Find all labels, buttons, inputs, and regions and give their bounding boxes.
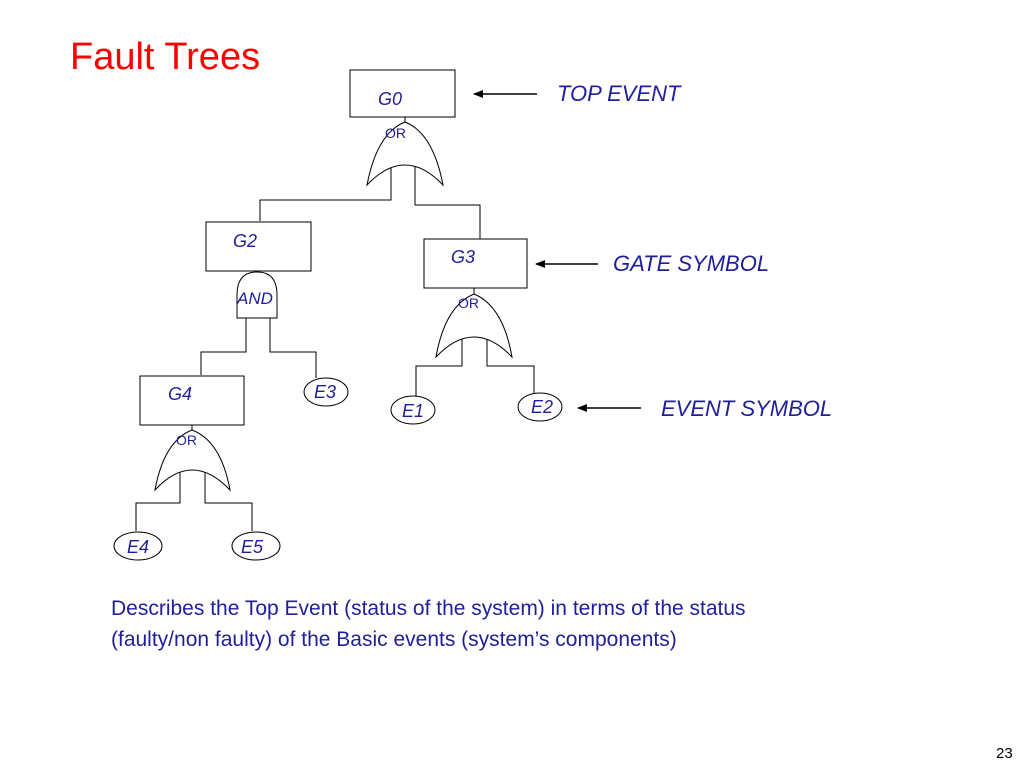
or-gate-g4 xyxy=(154,429,231,492)
event-box-g0 xyxy=(349,69,456,118)
callout-gate-symbol: GATE SYMBOL xyxy=(535,251,769,276)
callout-label-event-symbol: EVENT SYMBOL xyxy=(661,396,832,421)
description-line-2: (faulty/non faulty) of the Basic events … xyxy=(111,628,677,651)
callout-label-top-event: TOP EVENT xyxy=(557,81,682,106)
event-circle-e3 xyxy=(303,377,349,407)
callout-top-event: TOP EVENT xyxy=(473,81,682,106)
gate-label-g4: OR xyxy=(176,432,197,448)
basic-event-e3: E3 xyxy=(303,377,349,407)
event-circle-e2 xyxy=(517,392,563,422)
basic-event-e4: E4 xyxy=(113,531,163,561)
gate-label-g3: OR xyxy=(458,295,479,311)
event-circle-e5 xyxy=(231,531,281,561)
description-line-1: Describes the Top Event (status of the s… xyxy=(111,597,746,620)
basic-event-e1: E1 xyxy=(390,395,436,425)
gate-g0: G0 OR xyxy=(349,69,456,187)
event-label-e1: E1 xyxy=(402,401,424,421)
gate-g2: G2 AND xyxy=(205,221,312,319)
page-number: 23 xyxy=(996,745,1013,762)
and-gate-g2 xyxy=(236,271,278,319)
event-label-e3: E3 xyxy=(314,382,336,402)
slide-description: Describes the Top Event (status of the s… xyxy=(111,593,911,655)
gate-label-g2: AND xyxy=(236,289,273,308)
event-label-e5: E5 xyxy=(241,537,264,557)
event-label-e2: E2 xyxy=(531,397,553,417)
event-box-g2 xyxy=(205,221,312,272)
gate-g4: G4 OR xyxy=(139,375,245,492)
box-label-g2: G2 xyxy=(233,231,257,251)
basic-event-e5: E5 xyxy=(231,531,281,561)
event-box-g4 xyxy=(139,375,245,426)
gate-g3: G3 OR xyxy=(423,238,528,359)
slide-title: Fault Trees xyxy=(70,36,261,78)
event-circle-e4 xyxy=(113,531,163,561)
or-gate-g3 xyxy=(435,293,513,359)
box-label-g0: G0 xyxy=(378,89,402,109)
connector-lines xyxy=(135,117,535,531)
box-label-g3: G3 xyxy=(451,247,475,267)
callout-label-gate-symbol: GATE SYMBOL xyxy=(613,251,769,276)
box-label-g4: G4 xyxy=(168,384,192,404)
or-gate-g0 xyxy=(366,121,444,187)
event-circle-e1 xyxy=(390,395,436,425)
basic-event-e2: E2 xyxy=(517,392,563,422)
gate-label-g0: OR xyxy=(385,125,406,141)
callout-event-symbol: EVENT SYMBOL xyxy=(577,396,832,421)
event-label-e4: E4 xyxy=(127,537,149,557)
event-box-g3 xyxy=(423,238,528,289)
